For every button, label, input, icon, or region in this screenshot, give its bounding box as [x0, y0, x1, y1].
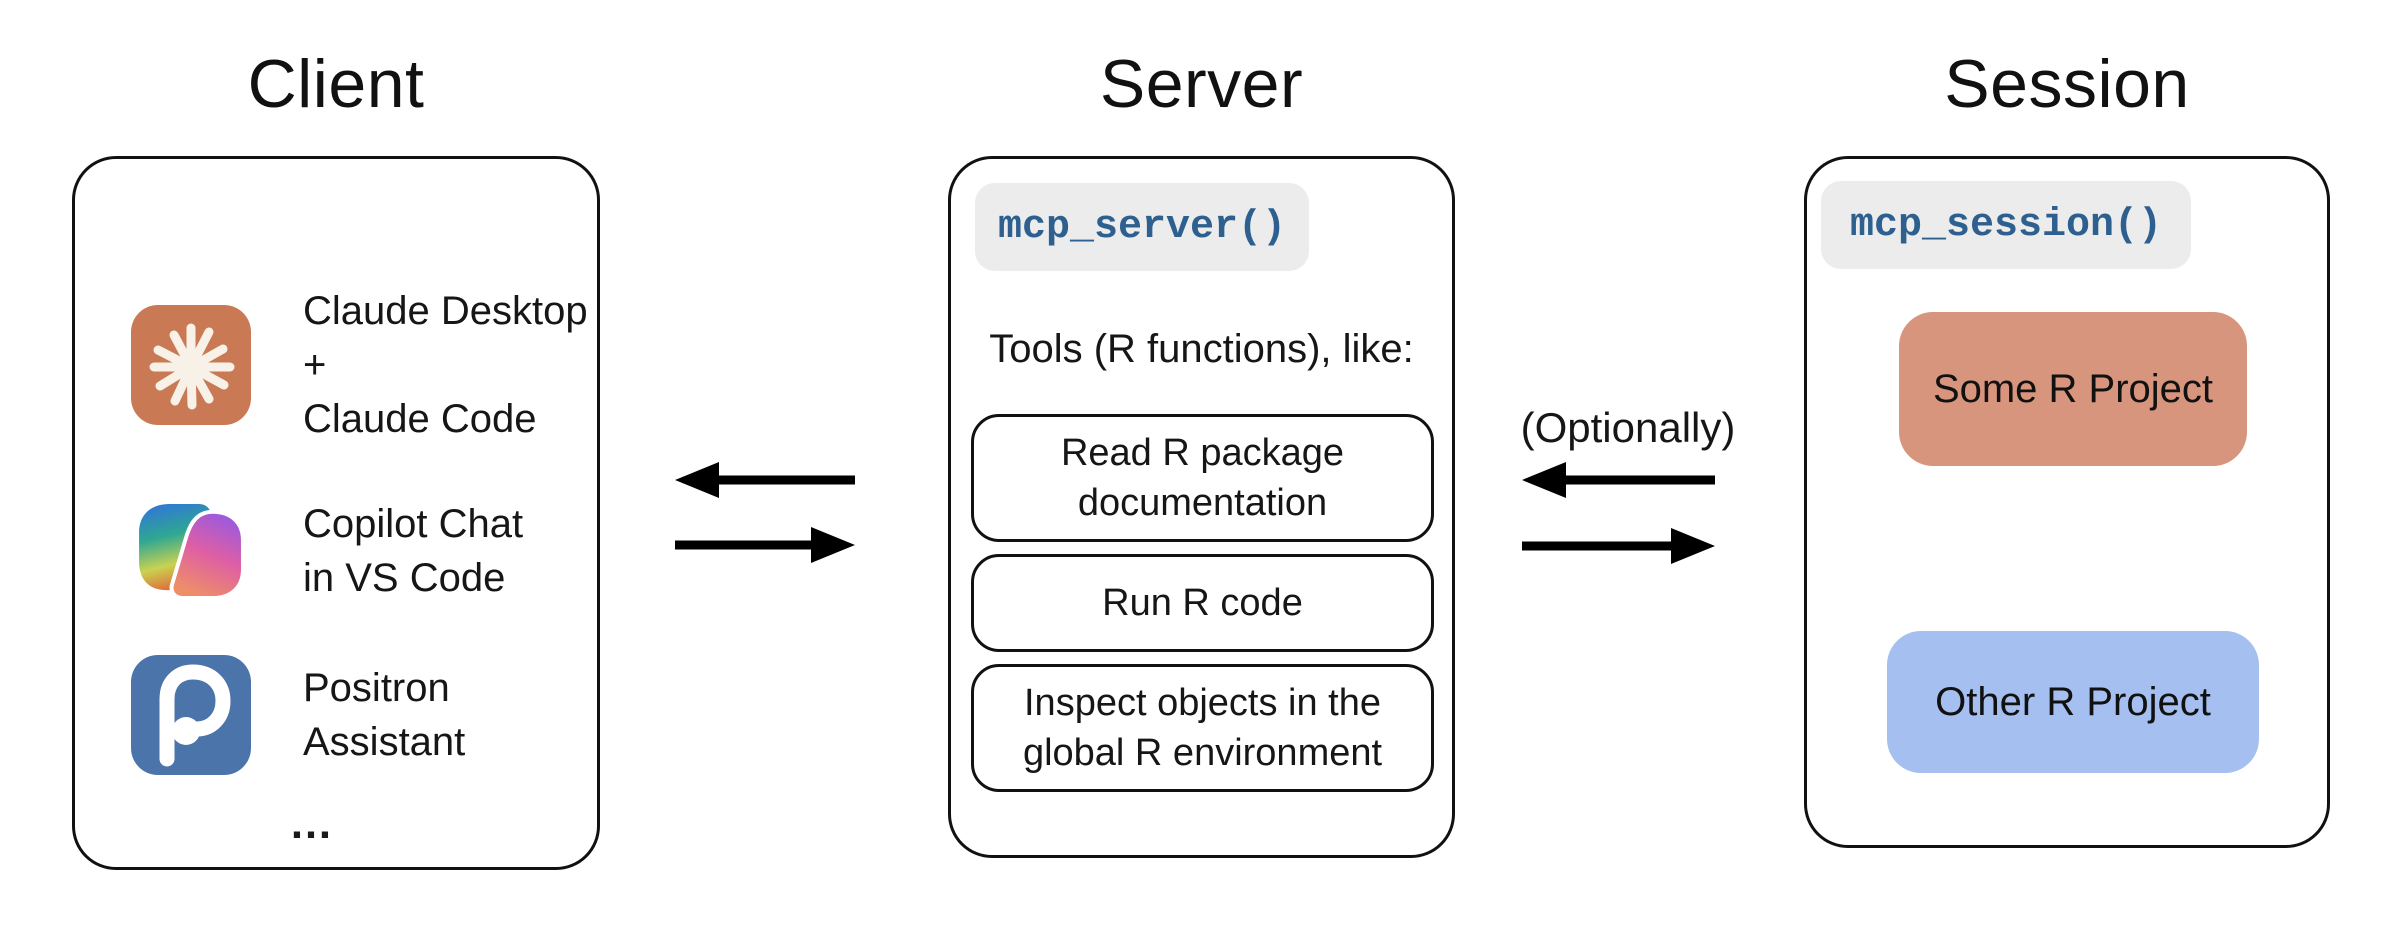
client-item-label-line: Claude Desktop + — [303, 289, 588, 387]
mcp-server-code-badge: mcp_server() — [975, 183, 1309, 271]
client-item-label: Copilot Chat in VS Code — [303, 497, 523, 605]
client-item-label-line: Claude Code — [303, 397, 537, 441]
arrow-server-to-session-icon — [1522, 528, 1715, 564]
tool-read-docs: Read R package documentation — [971, 414, 1434, 542]
tools-heading: Tools (R functions), like: — [989, 327, 1414, 371]
session-title: Session — [1944, 46, 2190, 122]
positron-logo-icon — [131, 655, 251, 780]
client-item-claude: Claude Desktop + Claude Code — [75, 289, 597, 441]
tool-label-line: documentation — [1077, 482, 1328, 524]
client-title: Client — [247, 46, 425, 122]
other-r-project-box: Other R Project — [1887, 631, 2259, 773]
tool-label-line: global R environment — [1022, 732, 1383, 774]
client-item-label-line: Copilot Chat — [303, 502, 524, 546]
tool-label-line: Inspect objects in the — [1024, 682, 1381, 724]
tool-label-line: Run R code — [1102, 582, 1303, 624]
client-item-label-line: Positron — [303, 666, 450, 710]
client-item-copilot: Copilot Chat in VS Code — [75, 502, 597, 600]
some-r-project-box: Some R Project — [1899, 312, 2247, 466]
tool-inspect-objects: Inspect objects in the global R environm… — [971, 664, 1434, 792]
client-item-positron: Positron Assistant — [75, 655, 597, 775]
tool-run-r-code: Run R code — [971, 554, 1434, 652]
server-title: Server — [1099, 46, 1304, 122]
mcp-server-code-text: mcp_server() — [997, 204, 1287, 250]
session-box: mcp_session() Some R Project Other R Pro… — [1804, 156, 2330, 848]
project-label: Some R Project — [1932, 366, 2214, 411]
client-item-label-line: Assistant — [303, 720, 466, 764]
server-box: mcp_server() Tools (R functions), like: … — [948, 156, 1455, 858]
mcp-session-code-text: mcp_session() — [1849, 202, 2163, 248]
tool-label-line: Read R package — [1060, 432, 1345, 474]
client-item-label: Claude Desktop + Claude Code — [303, 284, 597, 446]
claude-logo-icon — [131, 305, 251, 430]
client-item-label: Positron Assistant — [303, 661, 465, 769]
mcp-session-code-badge: mcp_session() — [1821, 181, 2191, 269]
arrow-session-to-server-icon — [1522, 462, 1715, 498]
arrow-server-to-client-icon — [675, 462, 855, 498]
arrow-client-to-server-icon — [675, 527, 855, 563]
optionally-label: (Optionally) — [1520, 404, 1736, 451]
client-item-label-line: in VS Code — [303, 556, 506, 600]
client-box: Claude Desktop + Claude Code — [72, 156, 600, 870]
project-label: Other R Project — [1935, 679, 2211, 724]
copilot-logo-icon — [135, 503, 247, 604]
more-clients-ellipsis: … — [289, 799, 335, 848]
